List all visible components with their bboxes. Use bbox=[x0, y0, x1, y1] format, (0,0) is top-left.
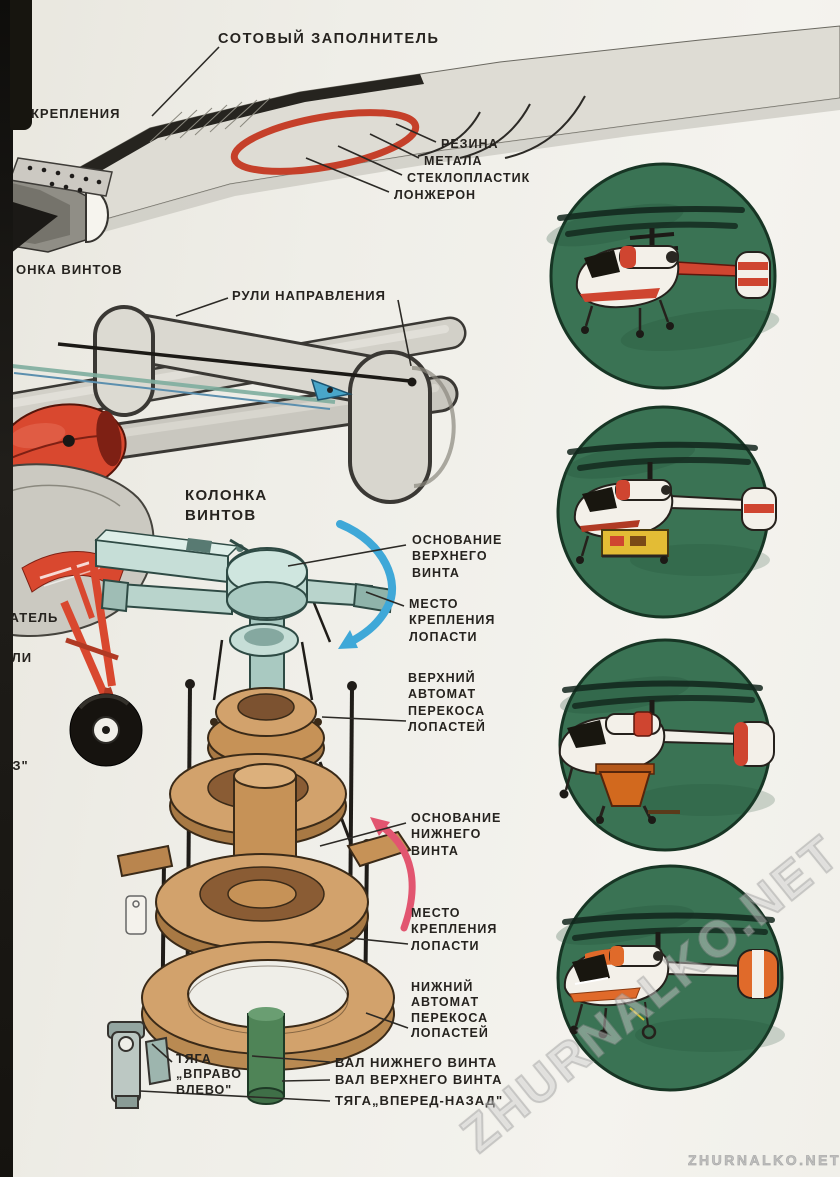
upper-rotation-arrow bbox=[336, 520, 396, 649]
callout-upper-swashplate: ВЕРХНИЙ АВТОМАТ ПЕРЕКОСА ЛОПАСТЕЙ bbox=[408, 671, 486, 734]
page-edge-shadow bbox=[0, 0, 13, 1177]
helicopter-in-flight bbox=[557, 206, 771, 338]
blade-cross-section-illustration bbox=[0, 25, 840, 262]
rotor-column-illustration bbox=[94, 529, 412, 1109]
callout-metal: МЕТАЛА bbox=[424, 154, 483, 168]
callout-rotor-column: КОЛОНКА ВИНТОВ bbox=[185, 487, 268, 525]
callout-lower-swashplate: НИЖНИЙ АВТОМАТ ПЕРЕКОСА ЛОПАСТЕЙ bbox=[411, 980, 489, 1040]
callout-rod-fwd-back: ТЯГА„ВПЕРЕД-НАЗАД" bbox=[335, 1093, 504, 1108]
callout-rudders: РУЛИ НАПРАВЛЕНИЯ bbox=[232, 288, 386, 303]
callout-rotor-column-cut: ОНКА ВИНТОВ bbox=[16, 262, 123, 277]
callout-lower-rotor-base: ОСНОВАНИЕ НИЖНЕГО ВИНТА bbox=[411, 811, 502, 858]
honeycomb-hatch bbox=[149, 97, 271, 143]
callout-honeycomb-filler: СОТОВЫЙ ЗАПОЛНИТЕЛЬ bbox=[218, 31, 440, 47]
callout-upper-rotor-base: ОСНОВАНИЕ ВЕРХНЕГО ВИНТА bbox=[412, 533, 503, 580]
callout-blade-mount-lower: МЕСТО КРЕПЛЕНИЯ ЛОПАСТИ bbox=[411, 906, 498, 953]
helicopter-spray-hopper bbox=[558, 680, 775, 824]
helicopter-circle-2 bbox=[556, 405, 777, 619]
callout-engine-cut: ГАТЕЛЬ bbox=[2, 610, 59, 625]
callout-upper-rotor-shaft: ВАЛ ВЕРХНЕГО ВИНТА bbox=[335, 1072, 503, 1087]
honeycomb-highlight bbox=[230, 109, 420, 175]
leader-lines bbox=[139, 46, 437, 1102]
bolts bbox=[27, 165, 102, 193]
page-edge-corner bbox=[10, 0, 32, 130]
lower-rotation-arrow bbox=[370, 817, 416, 932]
rotor-shafts bbox=[247, 1007, 285, 1105]
callout-spar: ЛОНЖЕРОН bbox=[394, 188, 477, 202]
control-linkage bbox=[107, 1021, 172, 1109]
lower-swashplate bbox=[116, 830, 412, 965]
helicopter-circle-1 bbox=[546, 162, 780, 390]
callout-rod-left-right: ТЯГА „ВПРАВО ВЛЕВО" bbox=[176, 1052, 242, 1097]
tag bbox=[125, 895, 147, 935]
landing-gear bbox=[60, 554, 143, 767]
upper-rotor-hub bbox=[94, 529, 394, 713]
callout-rubber: РЕЗИНА bbox=[441, 137, 499, 151]
helicopter-circle-3 bbox=[558, 638, 775, 852]
lower-rotor-base bbox=[169, 753, 347, 885]
corner-watermark: ZHURNALKO.NET bbox=[688, 1152, 840, 1169]
callout-fiberglass: СТЕКЛОПЛАСТИК bbox=[407, 171, 531, 185]
callout-blade-mount-upper: МЕСТО КРЕПЛЕНИЯ ЛОПАСТИ bbox=[409, 597, 496, 644]
helicopter-circle-4 bbox=[556, 864, 785, 1092]
helicopter-cargo-platform bbox=[567, 441, 777, 564]
helicopter-sling-hook bbox=[562, 912, 779, 1040]
callout-lower-rotor-shaft: ВАЛ НИЖНЕГО ВИНТА bbox=[335, 1055, 498, 1070]
